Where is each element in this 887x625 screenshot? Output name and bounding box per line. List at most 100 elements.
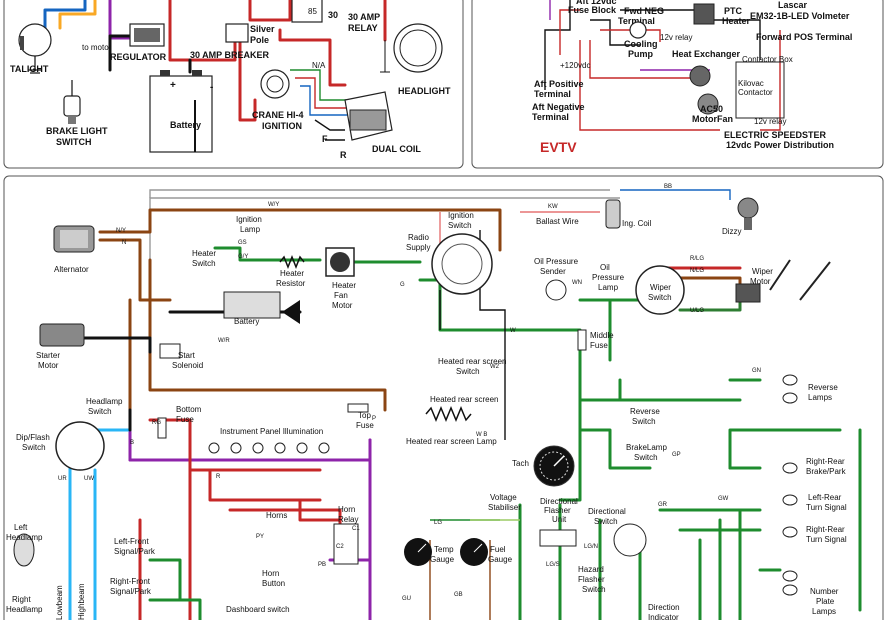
wire-code-gy: G/Y xyxy=(238,254,248,260)
wire-code-gw: GW xyxy=(718,496,729,502)
regulator xyxy=(129,23,165,47)
wiper-motor xyxy=(735,259,831,303)
wire-code-gr: GR xyxy=(658,502,668,508)
crane-ignition xyxy=(260,69,290,99)
wire-code-wb: W B xyxy=(476,432,487,438)
wire-code-w2: W2 xyxy=(490,364,500,370)
taillight xyxy=(18,23,52,74)
fuel-gauge xyxy=(460,538,488,566)
panel-bulb-icon xyxy=(252,442,264,454)
evtv-logo: EVTV xyxy=(540,139,577,155)
headlight-label: HEADLIGHT xyxy=(398,86,451,96)
main-wires xyxy=(58,189,862,622)
ignition-coil xyxy=(605,199,621,229)
wire-code-b: B xyxy=(130,440,134,446)
wire-code-w: W xyxy=(510,328,516,334)
dir-flasher-unit xyxy=(539,529,577,547)
wire-code-gb: GB xyxy=(454,592,463,598)
heat-ex-label: Heat Exchanger xyxy=(672,49,741,59)
wire-code-gn: GN xyxy=(752,368,761,374)
panel-bulbs xyxy=(208,442,330,454)
wire-code-nlg: N/LG xyxy=(690,268,704,274)
wire-code-pb: PB xyxy=(318,562,326,568)
r-label: R xyxy=(340,150,347,160)
ac50-motor xyxy=(697,93,719,115)
rear-bulb-icon xyxy=(782,462,798,474)
distributor xyxy=(737,197,759,230)
brake-light-switch xyxy=(63,80,81,124)
rear-bulb-icon xyxy=(782,584,798,596)
wire-code-lgn: LG/N xyxy=(584,544,598,550)
breaker xyxy=(225,23,249,43)
main-panel xyxy=(3,175,884,625)
tach-label: Tach xyxy=(512,459,529,468)
rear-bulb-icon xyxy=(782,494,798,506)
wire-code-kw: KW xyxy=(548,204,558,210)
panel-bulb-icon xyxy=(296,442,308,454)
relay12-label: 12v relay xyxy=(660,33,692,42)
wire-code-gp: GP xyxy=(672,452,681,458)
v120-label: +120vdc xyxy=(560,61,590,70)
wire-code-wr: W/R xyxy=(218,338,230,344)
alternator xyxy=(53,225,95,253)
relay xyxy=(291,0,323,23)
panel-bulb-icon xyxy=(274,442,286,454)
battery-plus: + xyxy=(170,80,176,91)
wire-code-g: G xyxy=(400,282,405,288)
rear-bulb-icon xyxy=(782,392,798,404)
panel-illum-label: Instrument Panel Illumination xyxy=(220,427,323,436)
rear-bulbs xyxy=(782,374,798,596)
panel-bulb-icon xyxy=(318,442,330,454)
wire-code-py: PY xyxy=(256,534,264,540)
relay-85: 85 xyxy=(308,7,317,16)
wire-code-lgs: LG/S xyxy=(546,562,560,568)
dip-flash-switch xyxy=(55,421,105,471)
wire-code-wn: WN xyxy=(572,280,582,286)
horns-label: Horns xyxy=(266,511,287,520)
bottom-fuse xyxy=(157,417,167,439)
panel-bulb-icon xyxy=(230,442,242,454)
wire-code-bb: BB xyxy=(664,184,672,190)
ignition-switch xyxy=(431,233,493,295)
highbeam-label: Highbeam xyxy=(77,583,86,620)
rear-bulb-icon xyxy=(782,526,798,538)
na-label: N/A xyxy=(312,61,326,70)
wire-code-ur: UR xyxy=(58,476,67,482)
lowbeam-label: Lowbeam xyxy=(55,585,64,620)
middle-fuse xyxy=(577,329,587,351)
relay12b-label: 12v relay xyxy=(754,117,786,126)
wire-code-n: N xyxy=(122,240,126,246)
top-fuse xyxy=(347,403,369,413)
heat-exchanger xyxy=(689,65,711,87)
